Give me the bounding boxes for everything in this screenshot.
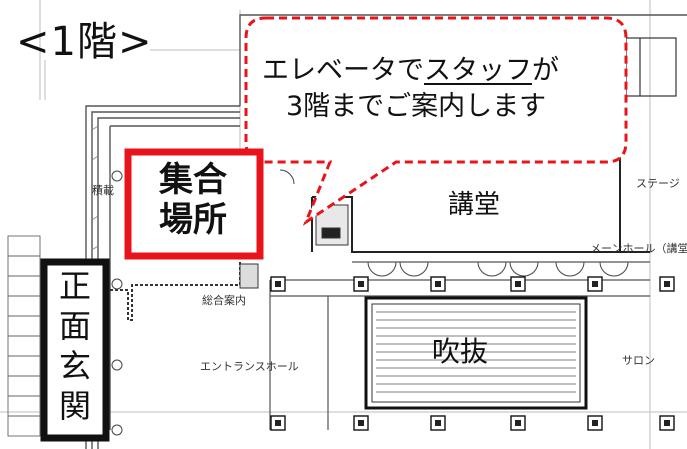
assembly-point-label: 集合 場所	[135, 160, 251, 240]
column-markers	[111, 170, 123, 436]
main-entrance-label: 正 面 玄 関	[46, 266, 104, 426]
entrance-steps	[7, 235, 41, 437]
door-swings	[279, 169, 629, 277]
atrium-void	[364, 296, 588, 410]
main-entrance-box	[40, 258, 110, 442]
stage-label: ステージ	[636, 177, 680, 190]
corridor-lines	[269, 261, 650, 430]
main-entrance-char: 面	[58, 307, 91, 345]
info-desk-label: 総合案内	[202, 294, 246, 307]
top-right-room	[625, 37, 677, 97]
main-entrance-char: 関	[58, 387, 91, 425]
info-desk-counter	[239, 263, 259, 289]
callout-text-line2: 3階までご案内します	[286, 91, 547, 122]
main-entrance-char: 正	[58, 267, 91, 305]
main-hall-label: メーンホール（講堂）	[590, 242, 687, 255]
assembly-point-line2: 場所	[159, 200, 227, 240]
assembly-point-box	[124, 148, 264, 260]
lecture-hall-label: 講堂	[448, 190, 501, 220]
callout-prefix: エレベータで	[262, 55, 424, 86]
shoe-rack-label: 積載	[92, 184, 114, 197]
floor-title: <1階>	[16, 19, 153, 65]
callout-text-line1: エレベータでスタッフが	[262, 54, 559, 88]
guide-path	[110, 262, 241, 321]
callout-suffix: が	[532, 55, 559, 86]
column-cores	[275, 281, 670, 426]
atrium-label: 吹抜	[432, 335, 489, 368]
main-entrance-char: 玄	[58, 347, 91, 385]
entrance-hall-label: エントランスホール	[200, 360, 299, 373]
assembly-point-line1: 集合	[159, 160, 227, 200]
callout-bubble	[244, 16, 628, 226]
salon-label: サロン	[622, 354, 655, 367]
callout-staff-underlined: スタッフ	[424, 55, 532, 86]
lecture-hall-door-block	[315, 204, 349, 246]
